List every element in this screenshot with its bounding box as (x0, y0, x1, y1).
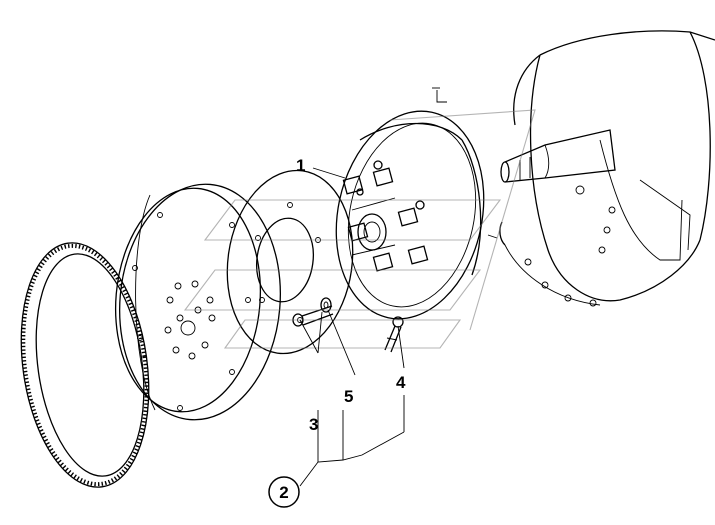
flywheel (114, 183, 282, 421)
watermark-logo (183, 109, 536, 349)
callout-4: 4 (396, 373, 406, 392)
callout-3: 3 (309, 415, 318, 434)
transmission-housing (432, 30, 715, 307)
bolt-part-3 (292, 305, 334, 327)
bolt-part-4 (384, 316, 404, 353)
callout-1: 1 (296, 156, 305, 175)
washer-part-5 (320, 297, 332, 313)
callout-2-circle: 2 (268, 476, 300, 508)
ring-gear (20, 242, 150, 488)
input-shaft (500, 129, 616, 183)
leader-lines (299, 167, 405, 487)
housing-bolt-holes (524, 185, 616, 307)
callout-2: 2 (279, 483, 288, 502)
callout-5: 5 (344, 387, 353, 406)
converter-lugs (342, 160, 429, 272)
flywheel-bolt-holes (164, 280, 216, 360)
